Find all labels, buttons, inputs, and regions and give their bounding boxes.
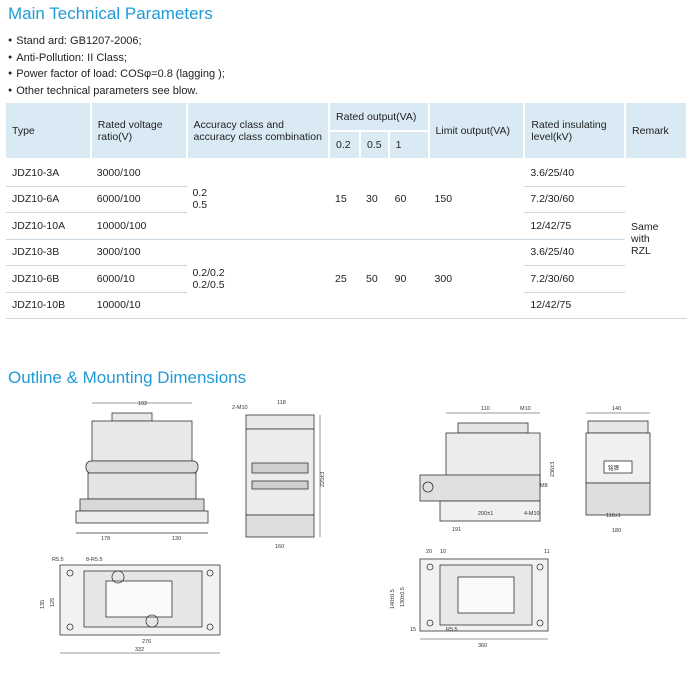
cell-ratio: 3000/100 <box>90 239 187 266</box>
header-insulating: Rated insulating level(kV) <box>524 103 627 160</box>
dim-r55: R5.5 <box>52 557 64 563</box>
dim-20: 20 <box>426 549 432 555</box>
dim-140: 140 <box>612 406 621 412</box>
cell-ratio: 6000/100 <box>90 186 187 213</box>
dim-360: 360 <box>478 643 487 649</box>
dim-130b: 130±0.5 <box>400 587 406 607</box>
cell-type: JDZ10-3B <box>6 239 91 266</box>
dim-11: 11 <box>544 549 550 555</box>
table-row: JDZ10-10B 10000/10 12/42/75 <box>6 292 687 319</box>
table-row: JDZ10-6A 6000/100 7.2/30/60 <box>6 186 687 213</box>
plan-view-b-drawing <box>419 558 549 640</box>
dim-118: 118 <box>277 400 286 406</box>
table-row: JDZ10-10A 10000/100 12/42/75 <box>6 212 687 240</box>
dim-102: 102 <box>138 401 147 407</box>
bullet-pollution: Anti-Pollution: II Class; <box>8 51 225 68</box>
front-view-drawing <box>75 402 209 534</box>
dim-200: 200±1 <box>478 511 493 517</box>
outline-drawings: 102 178 130 2-M10 118 225±3 160 <box>40 400 651 654</box>
bullet-power-factor: Power factor of load: COSφ=0.8 (lagging … <box>8 67 225 84</box>
side-view-b-drawing <box>585 412 651 516</box>
dim-140b: 140±0.5 <box>390 589 396 609</box>
dim-10: 10 <box>440 549 446 555</box>
dim-m10: M10 <box>520 406 531 412</box>
cell-limit: 300 <box>428 239 525 319</box>
dim-m8: M8 <box>540 483 548 489</box>
header-output-1: 1 <box>388 131 430 160</box>
dim-135: 135 <box>40 600 46 609</box>
cell-output-02: 25 <box>329 239 361 319</box>
cell-output-05: 50 <box>360 239 389 319</box>
dim-125: 125 <box>50 598 56 607</box>
cell-output-05: 30 <box>360 159 389 240</box>
cell-insulating: 3.6/25/40 <box>524 159 626 187</box>
nameplate-label: 铭牌 <box>608 464 620 472</box>
plan-view-drawing <box>59 564 221 654</box>
table-row: JDZ10-6B 6000/10 7.2/30/60 <box>6 265 687 293</box>
cell-ratio: 10000/10 <box>90 292 187 319</box>
cell-type: JDZ10-10A <box>6 212 91 240</box>
dim-130: 130 <box>172 536 181 542</box>
front-view-b-drawing <box>419 412 541 522</box>
dim-2-m10: 2-M10 <box>232 405 248 411</box>
cell-limit: 150 <box>428 159 525 240</box>
cell-ratio: 6000/10 <box>90 265 187 293</box>
dim-110: 110 <box>481 406 490 412</box>
cell-insulating: 7.2/30/60 <box>524 265 626 293</box>
dim-160: 160 <box>275 544 284 550</box>
cell-output-02: 15 <box>329 159 361 240</box>
cell-insulating: 12/42/75 <box>524 212 626 240</box>
dim-236: 236±3 <box>550 462 556 477</box>
cell-insulating: 7.2/30/60 <box>524 186 626 213</box>
header-type: Type <box>6 103 92 160</box>
dim-15: 15 <box>410 627 416 633</box>
header-rated-output: Rated output(VA) <box>329 103 430 132</box>
cell-output-1: 90 <box>388 239 429 319</box>
cell-type: JDZ10-6B <box>6 265 91 293</box>
cell-ratio: 3000/100 <box>90 159 187 187</box>
cell-insulating: 12/42/75 <box>524 292 626 319</box>
dim-8-r55: 8-R5.5 <box>86 557 103 563</box>
parameters-table: Type Rated voltage ratio(V) Accuracy cla… <box>6 103 688 319</box>
header-rated-voltage: Rated voltage ratio(V) <box>90 103 188 160</box>
cell-type: JDZ10-3A <box>6 159 91 187</box>
header-accuracy: Accuracy class and accuracy class combin… <box>186 103 331 160</box>
dim-4-m10: 4-M10 <box>524 511 540 517</box>
dim-191: 191 <box>452 527 461 533</box>
dim-r55b: R5.5 <box>446 627 458 633</box>
section-title-outline: Outline & Mounting Dimensions <box>8 368 247 387</box>
cell-ratio: 10000/100 <box>90 212 187 240</box>
cell-type: JDZ10-10B <box>6 292 91 319</box>
side-view-drawing <box>245 414 321 538</box>
dim-276: 276 <box>142 639 151 645</box>
cell-insulating: 3.6/25/40 <box>524 239 626 266</box>
dim-180: 180 <box>612 528 621 534</box>
bullet-standard: Stand ard: GB1207-2006; <box>8 34 225 51</box>
spec-bullet-list: Stand ard: GB1207-2006; Anti-Pollution: … <box>8 34 225 100</box>
dim-225: 225±3 <box>320 472 326 487</box>
header-output-05: 0.5 <box>360 131 390 160</box>
header-remark: Remark <box>625 103 688 160</box>
section-title-parameters: Main Technical Parameters <box>8 4 213 23</box>
cell-output-1: 60 <box>388 159 429 240</box>
dim-178: 178 <box>101 536 110 542</box>
cell-type: JDZ10-6A <box>6 186 91 213</box>
dim-110b: 110±1 <box>606 513 621 519</box>
bullet-other: Other technical parameters see blow. <box>8 84 225 101</box>
header-limit-output: Limit output(VA) <box>428 103 526 160</box>
dim-332: 332 <box>135 647 144 653</box>
header-output-02: 0.2 <box>329 131 362 160</box>
